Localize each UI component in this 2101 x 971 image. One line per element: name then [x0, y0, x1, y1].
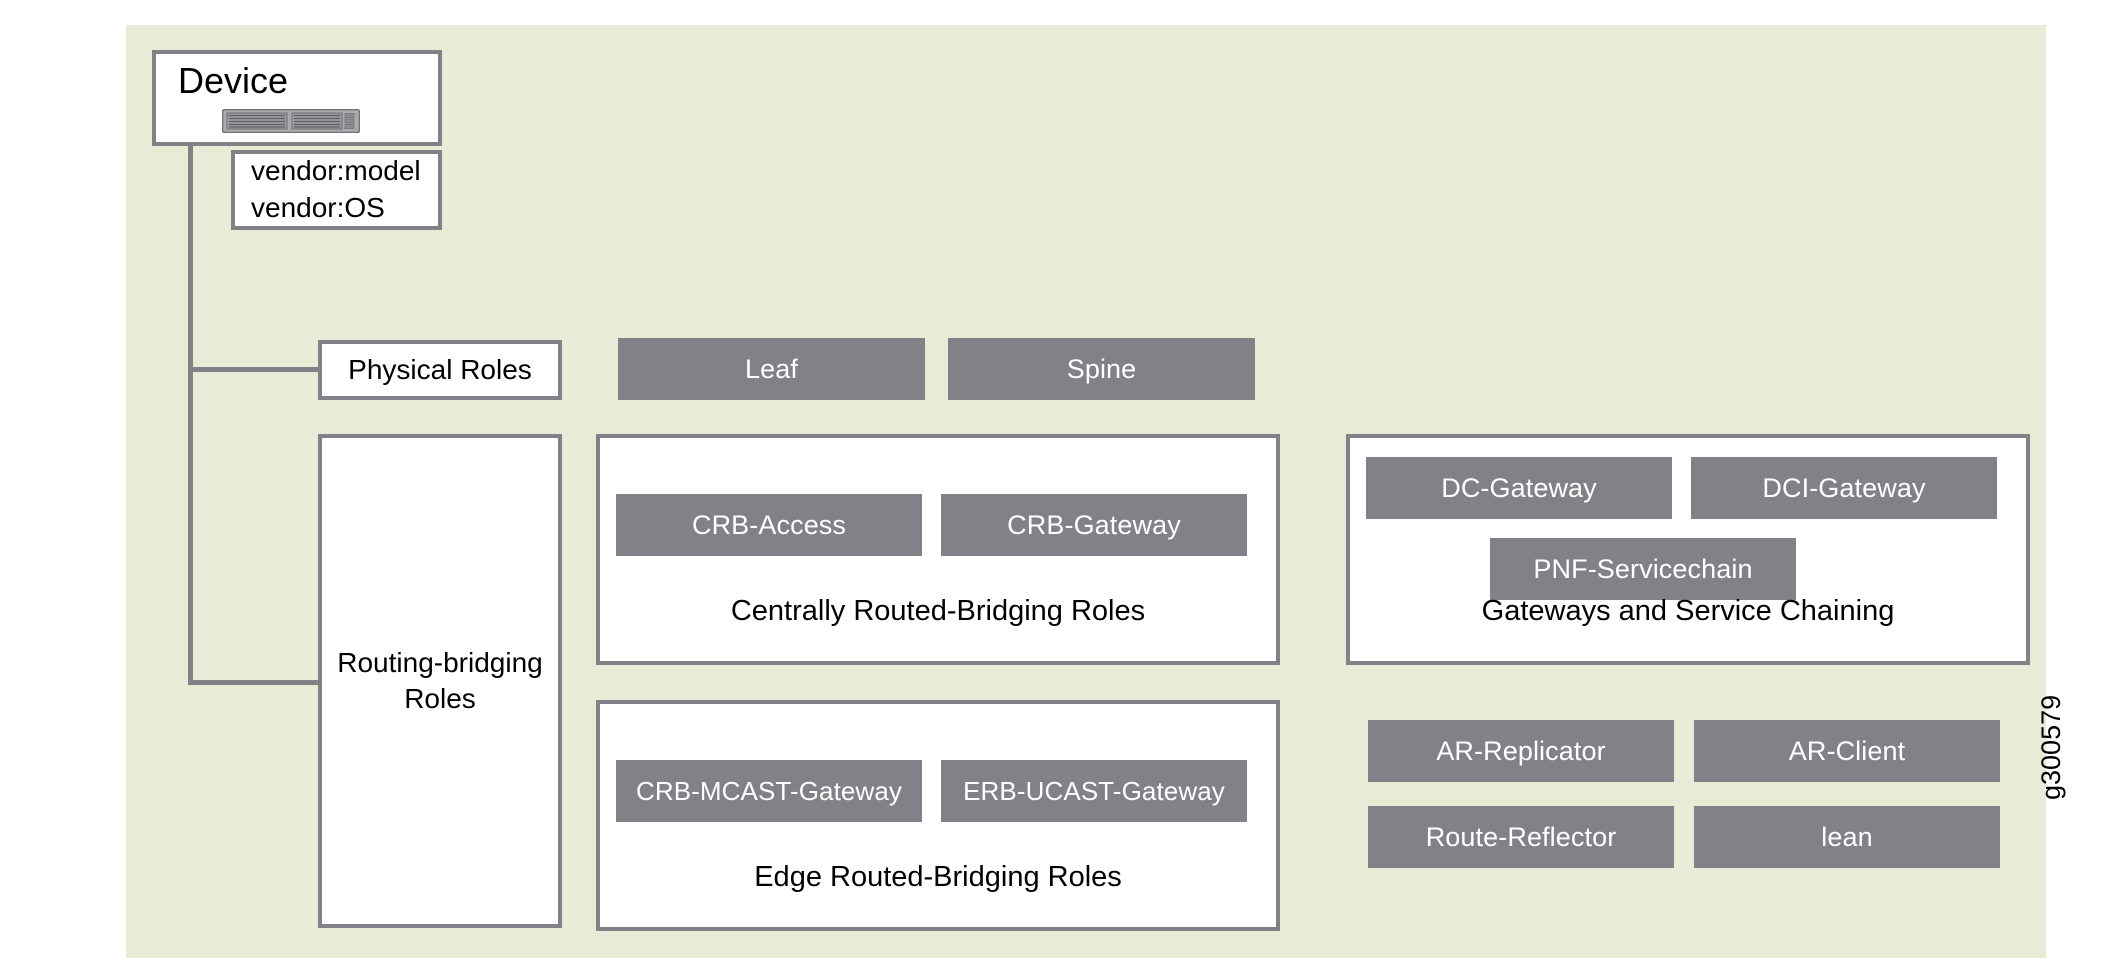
device-attributes-node: vendor:model vendor:OS	[231, 150, 442, 230]
server-icon	[222, 109, 360, 133]
role-chip-route-reflector: Route-Reflector	[1368, 806, 1674, 868]
role-chip-crb-mcast-gateway-label: CRB-MCAST-Gateway	[635, 775, 903, 806]
role-chip-crb-gateway: CRB-Gateway	[941, 494, 1247, 556]
device-title: Device	[178, 60, 289, 101]
gateways-service-chaining-caption: Gateways and Service Chaining	[1481, 595, 1895, 627]
role-chip-route-reflector-label: Route-Reflector	[1425, 821, 1617, 852]
role-chip-dc-gateway: DC-Gateway	[1366, 457, 1672, 519]
role-chip-erb-ucast-gateway: ERB-UCAST-Gateway	[941, 760, 1247, 822]
connector-branch-routing-bridging-roles	[188, 680, 320, 685]
role-chip-dci-gateway: DCI-Gateway	[1691, 457, 1997, 519]
centrally-routed-bridging-group: CRB-Access CRB-Gateway Centrally Routed-…	[596, 434, 1280, 665]
role-chip-erb-ucast-gateway-label: ERB-UCAST-Gateway	[963, 775, 1225, 806]
edge-routed-bridging-group: CRB-MCAST-Gateway ERB-UCAST-Gateway Edge…	[596, 700, 1280, 931]
role-chip-dci-gateway-label: DCI-Gateway	[1762, 472, 1926, 503]
role-chip-ar-client: AR-Client	[1694, 720, 2000, 782]
role-chip-spine: Spine	[948, 338, 1255, 400]
physical-roles-label: Physical Roles	[348, 354, 532, 385]
connector-trunk-vertical	[188, 146, 193, 685]
role-chip-leaf: Leaf	[618, 338, 925, 400]
role-chip-ar-client-label: AR-Client	[1788, 735, 1906, 766]
vendor-model-label: vendor:model	[251, 155, 421, 187]
role-chip-leaf-label: Leaf	[745, 353, 798, 384]
device-node: Device	[152, 50, 442, 146]
routing-bridging-roles-label: Routing-bridging Roles	[337, 646, 543, 714]
centrally-routed-bridging-caption: Centrally Routed-Bridging Roles	[730, 595, 1146, 627]
role-chip-crb-access: CRB-Access	[616, 494, 922, 556]
role-chip-crb-mcast-gateway: CRB-MCAST-Gateway	[616, 760, 922, 822]
role-chip-lean: lean	[1694, 806, 2000, 868]
role-chip-dc-gateway-label: DC-Gateway	[1441, 472, 1597, 503]
connector-branch-physical-roles	[188, 367, 320, 372]
role-chip-pnf-servicechain: PNF-Servicechain	[1490, 538, 1796, 600]
role-chip-pnf-servicechain-label: PNF-Servicechain	[1533, 553, 1753, 584]
physical-roles-node: Physical Roles	[318, 340, 562, 400]
role-chip-lean-label: lean	[1821, 821, 1873, 852]
role-chip-crb-gateway-label: CRB-Gateway	[1007, 509, 1181, 540]
edge-routed-bridging-caption: Edge Routed-Bridging Roles	[754, 861, 1122, 893]
vendor-os-label: vendor:OS	[251, 192, 385, 223]
role-chip-crb-access-label: CRB-Access	[691, 509, 847, 540]
role-chip-ar-replicator-label: AR-Replicator	[1436, 735, 1606, 766]
routing-bridging-roles-node: Routing-bridging Roles	[318, 434, 562, 928]
role-chip-ar-replicator: AR-Replicator	[1368, 720, 1674, 782]
role-chip-spine-label: Spine	[1066, 353, 1137, 384]
figure-id-watermark: g300579	[2036, 694, 2066, 800]
gateways-service-chaining-group: DC-Gateway DCI-Gateway PNF-Servicechain …	[1346, 434, 2030, 665]
